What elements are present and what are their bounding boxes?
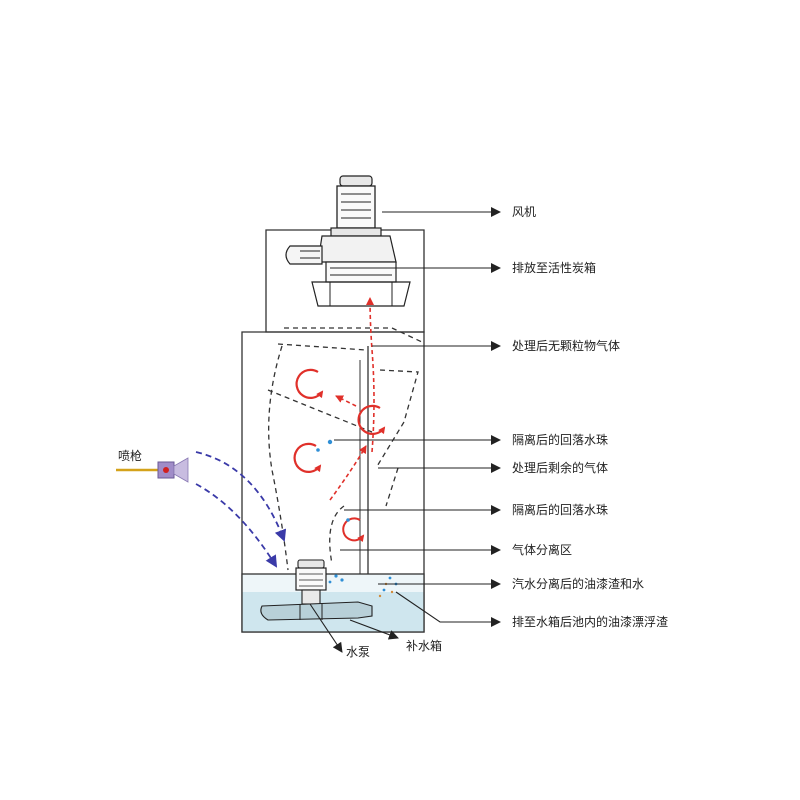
red-circulation-4 [342, 517, 365, 543]
label-water-pump: 水泵 [346, 645, 370, 659]
water-tank-outline [241, 573, 425, 633]
label-separated-falling-water-2: 隔离后的回落水珠 [512, 502, 608, 517]
label-spray-gun: 喷枪 [118, 448, 142, 463]
label-separated-falling-water-1: 隔离后的回落水珠 [512, 432, 608, 447]
red-circulation-1 [295, 368, 324, 399]
water-tank-area [242, 574, 424, 592]
red-gas-flow [329, 297, 375, 501]
label-treated-gas-no-particles: 处理后无颗粒物气体 [512, 338, 620, 353]
booth-body [241, 229, 425, 633]
label-steam-water-separated-residue: 汽水分离后的油漆渣和水 [512, 576, 644, 591]
spray-flow [195, 451, 287, 568]
label-discharge-floating-residue: 排至水箱后池内的油漆漂浮渣 [512, 614, 668, 629]
baffles [267, 327, 423, 571]
residue-particles [378, 582, 394, 598]
red-circulation-2 [357, 404, 386, 435]
label-makeup-water-tank: 补水箱 [406, 638, 442, 653]
label-exhaust-to-carbon-box: 排放至活性炭箱 [512, 260, 596, 275]
label-fan: 风机 [512, 205, 536, 219]
red-circulation-3 [293, 442, 322, 473]
water-droplets [316, 439, 398, 592]
spray-gun-icon [116, 457, 189, 483]
water-pump-icon [260, 559, 373, 621]
callout-arrows [309, 207, 501, 653]
label-treated-remaining-gas: 处理后剩余的气体 [512, 460, 608, 475]
fan-icon [285, 175, 411, 307]
label-gas-separation-zone: 气体分离区 [512, 542, 572, 557]
